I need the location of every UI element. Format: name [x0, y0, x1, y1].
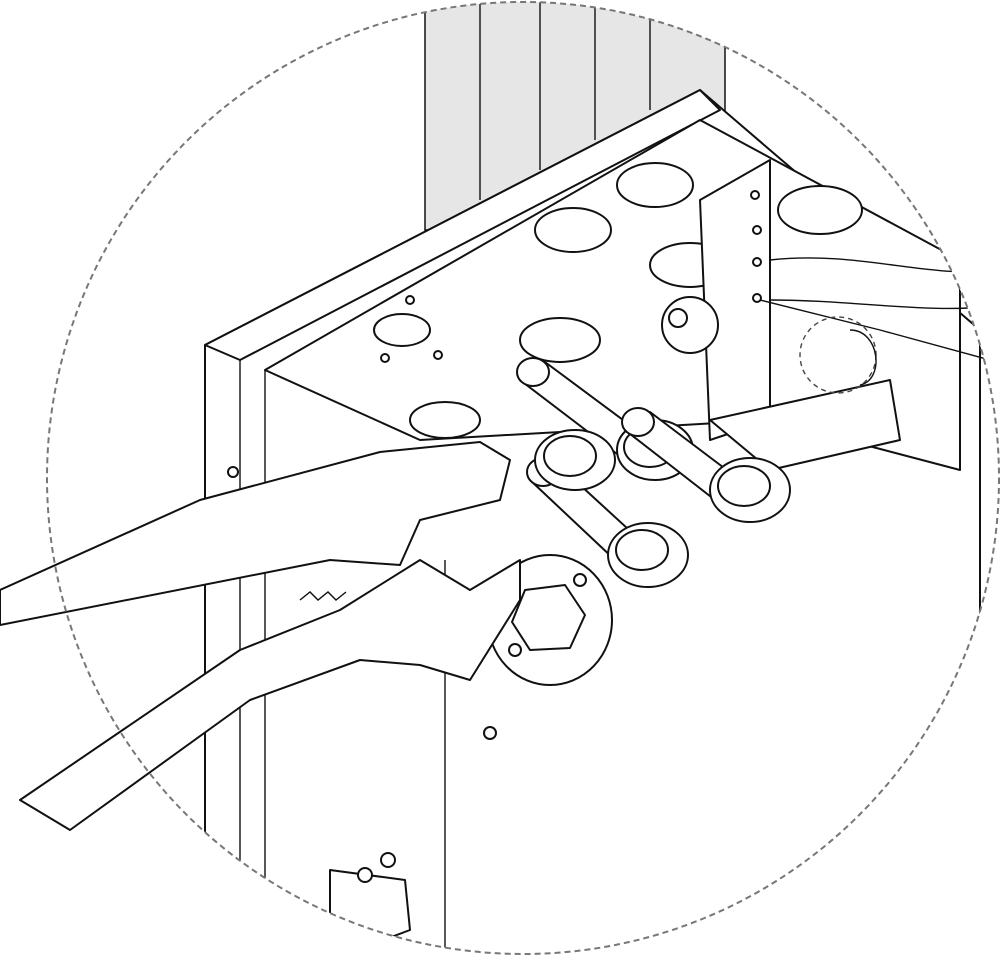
mounting-bracket [661, 159, 901, 471]
pipe-fitting-icon [534, 429, 616, 491]
pipe-fitting-icon [621, 407, 791, 523]
wrench-icon [0, 441, 521, 831]
detail-view-contents [204, 2, 999, 954]
pipe-fittings [487, 357, 791, 686]
top-plate [264, 119, 961, 471]
detail-circle-outline [46, 1, 1000, 955]
